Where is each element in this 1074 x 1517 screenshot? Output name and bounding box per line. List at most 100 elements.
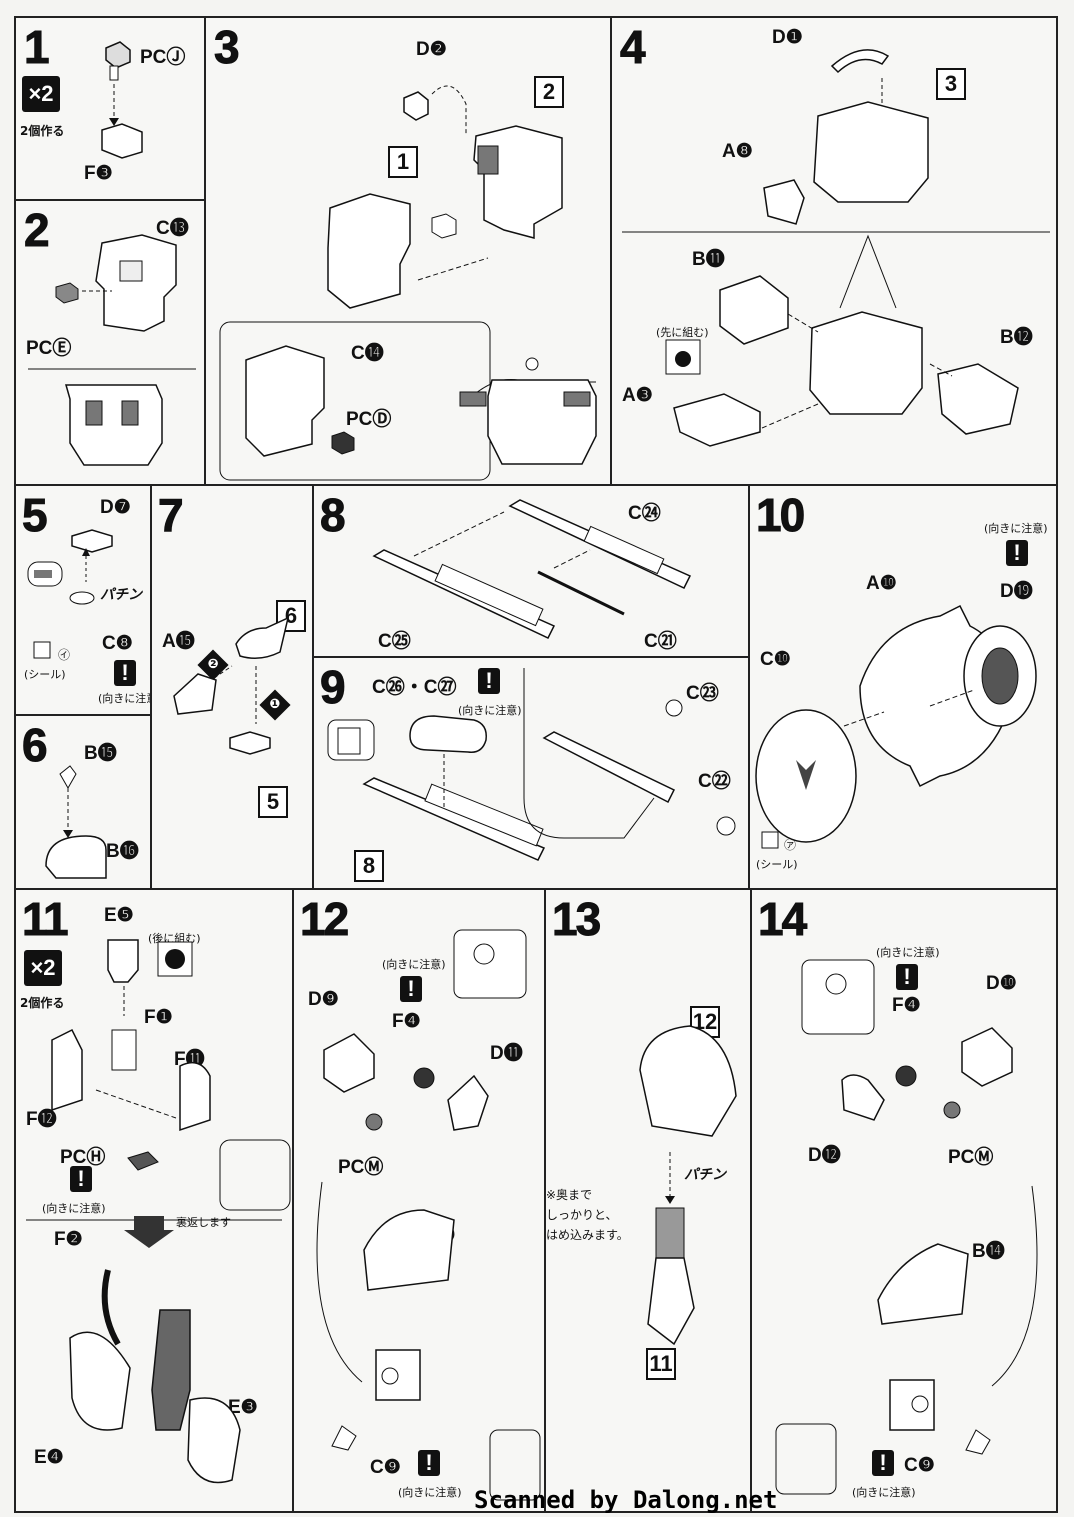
part-label: C㉕ (378, 631, 411, 652)
caution-icon: ! (872, 1450, 894, 1476)
step-7-drawing (152, 486, 316, 892)
step-number: 13 (551, 893, 601, 945)
part-label: D⓫ (490, 1043, 523, 1064)
step-number: 3 (214, 21, 241, 73)
part-label: F⓬ (26, 1109, 57, 1130)
make-note: 2個作る (20, 996, 65, 1010)
part-label: C❾ (904, 1455, 935, 1476)
step-3-drawing (206, 18, 614, 488)
multiplier-badge: ×2 (22, 76, 60, 112)
step-1-panel: 1 ×2 2個作る PCⒿ F❸ (14, 16, 206, 201)
step-11-drawing (26, 890, 296, 1515)
part-label: A❽ (722, 141, 753, 162)
caution-note: (向きに注意) (458, 704, 522, 717)
sticker-mark: ㋑ (58, 648, 71, 662)
caution-icon: ! (418, 1450, 440, 1476)
step-number: 8 (320, 489, 347, 541)
step-14-drawing (752, 890, 1060, 1515)
part-label: PCⒹ (346, 409, 392, 430)
snap-label: パチン (100, 587, 142, 603)
step-reference: 5 (258, 786, 288, 818)
part-label: PCⒺ (26, 338, 72, 359)
part-label: C㉑ (644, 631, 677, 652)
step-reference: 1 (388, 146, 418, 178)
step-12-drawing (294, 890, 548, 1515)
part-label: PCⒽ (60, 1147, 106, 1168)
step-6-panel: 6 B⓯ B⓰ (14, 714, 152, 890)
part-label: A❿ (866, 573, 897, 594)
caution-note: (向きに注意) (852, 1486, 916, 1499)
step-10-panel: 10 (向きに注意) ! D⓳ A❿ C❿ (シール) ㋐ (748, 484, 1058, 890)
caution-icon: ! (1006, 540, 1028, 566)
caution-note: (向きに注意) (382, 958, 446, 971)
make-note: 2個作る (20, 124, 65, 138)
part-label: PCⓂ (948, 1147, 994, 1168)
caution-icon: ! (114, 660, 136, 686)
pre-assemble-note: (先に組む) (656, 326, 709, 339)
step-number: 4 (620, 21, 647, 73)
snap-label: パチン (684, 1167, 726, 1183)
part-label: B⓰ (106, 841, 139, 862)
part-label: D❿ (986, 973, 1017, 994)
step-6-drawing (16, 716, 154, 892)
caution-icon: ! (70, 1166, 92, 1192)
part-label: A⓯ (162, 631, 195, 652)
caution-note: (向きに注意) (98, 692, 162, 705)
part-label: D❾ (308, 989, 339, 1010)
step-7-panel: 7 6 A⓯ 5 ❷ ❶ (150, 484, 314, 890)
part-label: F❸ (84, 163, 113, 184)
caution-icon: ! (400, 976, 422, 1002)
sticker-label: (シール) (756, 858, 798, 871)
step-10-drawing (750, 486, 1060, 892)
part-label: E❹ (34, 1447, 64, 1468)
part-label: C⓮ (351, 343, 384, 364)
part-label: C❿ (760, 649, 791, 670)
step-9-panel: 9 C㉖・C㉗ ! (向きに注意) 8 C㉓ C㉒ (312, 656, 750, 890)
step-reference: 11 (646, 1348, 676, 1380)
part-label: D❶ (772, 27, 803, 48)
part-label: A❸ (622, 385, 653, 406)
caution-note: (向きに注意) (984, 522, 1048, 535)
step-number: 6 (22, 719, 49, 771)
part-label: C㉒ (698, 771, 731, 792)
instruction-note: はめ込みます。 (546, 1228, 629, 1242)
part-label: B⓯ (84, 743, 117, 764)
part-label: C❽ (102, 633, 133, 654)
step-number: 11 (22, 893, 70, 945)
sticker-label: (シール) (24, 668, 66, 681)
instruction-note: しっかりと、 (546, 1208, 618, 1222)
step-3-panel: 3 D❷ 2 1 C⓮ PCⒹ (204, 16, 612, 486)
part-label: C❾ (370, 1457, 401, 1478)
step-9-drawing (314, 658, 752, 892)
step-reference: 2 (534, 76, 564, 108)
footer-credit: Scanned by Dalong.net (474, 1486, 778, 1514)
step-11-panel: 11 ×2 2個作る E❺ (後に組む) F❶ F⓫ F⓬ PCⒽ ! (向きに… (14, 888, 294, 1513)
step-8-drawing (314, 486, 752, 660)
part-label: C㉔ (628, 503, 661, 524)
part-label: B⓮ (972, 1241, 1005, 1262)
step-number: 7 (158, 489, 185, 541)
step-5-drawing (16, 486, 154, 718)
part-label: PCⓂ (338, 1157, 384, 1178)
part-label: F❷ (54, 1229, 83, 1250)
part-label: C㉓ (686, 683, 719, 704)
part-label: PCⒿ (140, 47, 186, 68)
sticker-mark: ㋐ (784, 838, 797, 852)
step-2-panel: 2 C⓭ PCⒺ (14, 199, 206, 486)
step-reference: 6 (276, 600, 306, 632)
caution-icon: ! (896, 964, 918, 990)
part-label: E❸ (228, 1397, 258, 1418)
step-number: 9 (320, 661, 347, 713)
caution-note: (向きに注意) (398, 1486, 462, 1499)
step-number: 1 (24, 21, 51, 73)
part-label: F❹ (392, 1011, 421, 1032)
step-number: 12 (299, 893, 349, 945)
part-label: D⓬ (808, 1145, 841, 1166)
step-13-drawing (546, 890, 754, 1515)
step-number: 14 (757, 893, 807, 945)
step-reference: 3 (936, 68, 966, 100)
step-number: 5 (22, 489, 49, 541)
part-label: F❶ (144, 1007, 173, 1028)
multiplier-badge: ×2 (24, 950, 62, 986)
